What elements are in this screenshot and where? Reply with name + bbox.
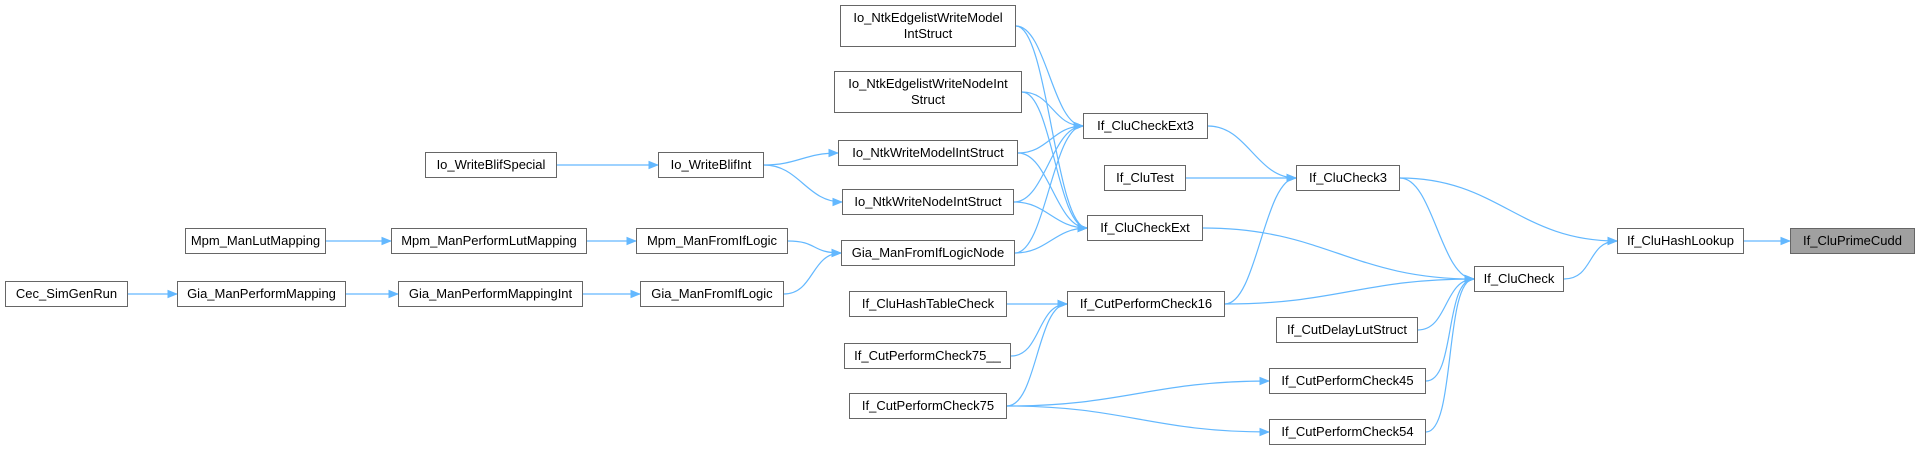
edge-mpm_manfromiflogic-to-gia_manfromiflogicnode bbox=[787, 240, 843, 258]
edge-io_writeblifint-to-io_ntkwritenodeintstruct bbox=[763, 164, 844, 207]
edge-gia_manfromiflogicnode-to-if_clucheckext bbox=[1014, 223, 1089, 254]
node-mpm-manperformlutmapping[interactable]: Mpm_ManPerformLutMapping bbox=[391, 228, 587, 254]
edge-if_clucheck-to-if_cluhashlookup bbox=[1563, 236, 1619, 280]
node-io-ntkedgelistwritemodelintstruct[interactable]: Io_NtkEdgelistWriteModel IntStruct bbox=[840, 5, 1016, 47]
node-if-cutperformcheck75[interactable]: If_CutPerformCheck75 bbox=[849, 393, 1007, 419]
edge-if_cutdelaylutstruct-to-if_clucheck bbox=[1417, 274, 1476, 331]
node-io-writeblifint[interactable]: Io_WriteBlifInt bbox=[658, 152, 764, 178]
node-if-cluhashtablecheck[interactable]: If_CluHashTableCheck bbox=[849, 291, 1007, 317]
edge-io_ntkedgelistwritemodelintstruct-to-if_clucheckext3 bbox=[1015, 25, 1085, 131]
node-gia-manfromiflogic[interactable]: Gia_ManFromIfLogic bbox=[640, 281, 784, 307]
edge-if_cutperformcheck45-to-if_clucheck bbox=[1425, 274, 1476, 382]
node-if-clucheckext3[interactable]: If_CluCheckExt3 bbox=[1083, 113, 1208, 139]
node-io-ntkedgelistwritenodeintstruct[interactable]: Io_NtkEdgelistWriteNodeInt Struct bbox=[834, 71, 1022, 113]
node-if-cutperformcheck16[interactable]: If_CutPerformCheck16 bbox=[1067, 291, 1225, 317]
edge-if_cutperformcheck16-to-if_clucheck bbox=[1224, 274, 1476, 305]
node-cec-simgenrun[interactable]: Cec_SimGenRun bbox=[5, 281, 128, 307]
node-if-clucheck3[interactable]: If_CluCheck3 bbox=[1296, 165, 1400, 191]
edge-gia_manfromiflogic-to-gia_manfromiflogicnode bbox=[783, 248, 843, 295]
node-if-cutperformcheck75-underscore[interactable]: If_CutPerformCheck75__ bbox=[844, 343, 1011, 369]
node-gia-manfromiflogicnode[interactable]: Gia_ManFromIfLogicNode bbox=[841, 240, 1015, 266]
node-gia-manperformmappingint[interactable]: Gia_ManPerformMappingInt bbox=[398, 281, 583, 307]
edge-gia_manfromiflogicnode-to-if_clucheckext3 bbox=[1014, 121, 1085, 254]
node-io-ntkwritenodeintstruct[interactable]: Io_NtkWriteNodeIntStruct bbox=[842, 189, 1014, 215]
edge-io_ntkedgelistwritemodelintstruct-to-if_clucheckext bbox=[1015, 25, 1089, 233]
node-if-cutperformcheck45[interactable]: If_CutPerformCheck45 bbox=[1269, 368, 1426, 394]
edge-if_cutperformcheck75-to-if_cutperformcheck16 bbox=[1006, 299, 1069, 407]
edge-if_cutperformcheck16-to-if_clucheck3 bbox=[1224, 173, 1298, 305]
node-if-clucheck[interactable]: If_CluCheck bbox=[1474, 266, 1564, 292]
node-if-cluhashlookup[interactable]: If_CluHashLookup bbox=[1617, 228, 1744, 254]
edge-if_cutperformcheck75-to-if_cutperformcheck54 bbox=[1006, 405, 1271, 437]
node-io-ntkwritemodelintstruct[interactable]: Io_NtkWriteModelIntStruct bbox=[838, 140, 1018, 166]
edge-if_clucheck3-to-if_clucheck bbox=[1399, 177, 1476, 284]
node-mpm-manfromiflogic[interactable]: Mpm_ManFromIfLogic bbox=[636, 228, 788, 254]
edge-io_ntkedgelistwritenodeintstruct-to-if_clucheckext bbox=[1021, 91, 1089, 233]
node-if-clucheckext[interactable]: If_CluCheckExt bbox=[1087, 215, 1203, 241]
node-if-clutest[interactable]: If_CluTest bbox=[1104, 165, 1186, 191]
edge-io_writeblifint-to-io_ntkwritemodelintstruct bbox=[763, 148, 840, 166]
edge-if_cutperformcheck75-to-if_cutperformcheck45 bbox=[1006, 376, 1271, 407]
edge-if_clucheckext3-to-if_clucheck3 bbox=[1207, 125, 1298, 183]
node-io-writeblifspecial[interactable]: Io_WriteBlifSpecial bbox=[425, 152, 557, 178]
node-if-cluprimecudd: If_CluPrimeCudd bbox=[1790, 228, 1915, 254]
node-if-cutperformcheck54[interactable]: If_CutPerformCheck54 bbox=[1269, 419, 1426, 445]
node-gia-manperformmapping[interactable]: Gia_ManPerformMapping bbox=[177, 281, 346, 307]
node-if-cutdelaylutstruct[interactable]: If_CutDelayLutStruct bbox=[1276, 317, 1418, 343]
node-mpm-manlutmapping[interactable]: Mpm_ManLutMapping bbox=[185, 228, 326, 254]
edge-if_cutperformcheck54-to-if_clucheck bbox=[1425, 274, 1476, 433]
edge-if_clucheckext-to-if_clucheck bbox=[1202, 227, 1476, 284]
edge-if_clucheck3-to-if_cluhashlookup bbox=[1399, 177, 1619, 246]
